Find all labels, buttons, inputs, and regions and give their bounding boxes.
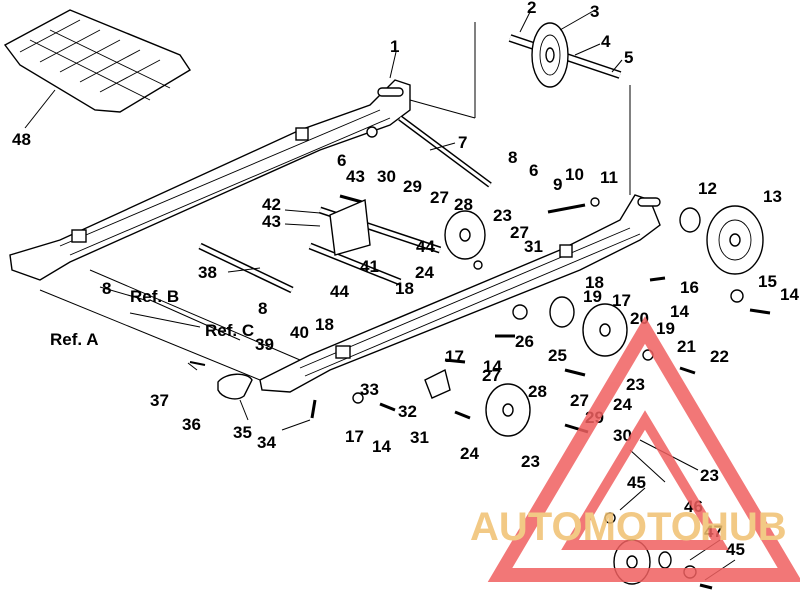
- callout-6b: 6: [529, 161, 538, 180]
- callout-24c: 24: [460, 444, 479, 463]
- callout-12: 12: [698, 179, 717, 198]
- callout-14b: 14: [780, 285, 799, 304]
- callout-32: 32: [398, 402, 417, 421]
- callout-19b: 19: [656, 319, 675, 338]
- watermark-text-automoto: AUTOMOTO: [470, 505, 702, 549]
- callout-23b: 23: [626, 375, 645, 394]
- callout-23a: 23: [493, 206, 512, 225]
- callout-28b: 28: [528, 382, 547, 401]
- callout-10: 10: [565, 165, 584, 184]
- callout-23c: 23: [521, 452, 540, 471]
- track-section-48: [3, 9, 191, 129]
- callout-24a: 24: [415, 263, 434, 282]
- callout-8b: 8: [258, 299, 267, 318]
- callout-44a: 44: [416, 237, 435, 256]
- callout-19a: 19: [583, 287, 602, 306]
- callout-26: 26: [515, 332, 534, 351]
- ref-b-label: Ref. B: [130, 287, 179, 306]
- callout-25: 25: [548, 346, 567, 365]
- idler-wheels-lower: [444, 205, 764, 585]
- callout-17a: 17: [612, 291, 631, 310]
- slide-rail-lower: [259, 194, 661, 393]
- callout-22: 22: [710, 347, 729, 366]
- callout-27d: 27: [570, 391, 589, 410]
- callout-33: 33: [360, 380, 379, 399]
- callout-9: 9: [553, 175, 562, 194]
- callout-41: 41: [360, 257, 379, 276]
- callout-17b: 17: [445, 347, 464, 366]
- leader-lines: [99, 9, 736, 581]
- callout-1: 1: [390, 37, 399, 56]
- callout-39: 39: [255, 335, 274, 354]
- callout-42: 42: [262, 195, 281, 214]
- callout-18a: 18: [585, 273, 604, 292]
- callout-31b: 31: [410, 428, 429, 447]
- callout-48: 48: [12, 130, 31, 149]
- slide-rail-upper: [9, 79, 411, 281]
- callout-43b: 43: [262, 212, 281, 231]
- callout-15: 15: [758, 272, 777, 291]
- callout-13: 13: [763, 187, 782, 206]
- callout-17c: 17: [345, 427, 364, 446]
- callout-18b: 18: [395, 279, 414, 298]
- callout-6a: 6: [337, 151, 346, 170]
- callout-38: 38: [198, 263, 217, 282]
- callout-44b: 44: [330, 282, 349, 301]
- watermark-text-hub: HUB: [700, 505, 787, 549]
- callout-28a: 28: [454, 195, 473, 214]
- hardware-bolts-nuts: [189, 194, 771, 590]
- callout-11: 11: [600, 168, 618, 187]
- callout-2: 2: [527, 0, 536, 17]
- callout-14d: 14: [372, 437, 391, 456]
- callout-40: 40: [290, 323, 309, 342]
- callout-27b: 27: [510, 223, 529, 242]
- callout-8c: 8: [102, 279, 111, 298]
- callout-27c: 27: [482, 366, 501, 385]
- watermark-triangle-icon: [487, 316, 800, 582]
- watermark-triangle-inner-icon: [561, 410, 729, 550]
- callout-14c: 14: [483, 357, 502, 376]
- ref-c-label: Ref. C: [205, 321, 254, 340]
- reference-labels: Ref. A Ref. B Ref. C: [50, 287, 254, 349]
- watermark-logo: AUTOMOTO HUB: [470, 316, 800, 582]
- callout-37: 37: [150, 391, 169, 410]
- callout-36: 36: [182, 415, 201, 434]
- callout-35: 35: [233, 423, 252, 442]
- callout-18c: 18: [315, 315, 334, 334]
- callout-5: 5: [624, 48, 633, 67]
- ref-a-label: Ref. A: [50, 330, 99, 349]
- callout-14a: 14: [670, 302, 689, 321]
- callout-34: 34: [257, 433, 276, 452]
- callout-30a: 30: [377, 167, 396, 186]
- callout-23d: 23: [700, 466, 719, 485]
- idler-wheel-top: [508, 22, 622, 88]
- callout-24b: 24: [613, 395, 632, 414]
- callout-labels: 1 2 3 4 5 6 6 7 8 8 8 9 10 11 12 13 14 1…: [12, 0, 799, 559]
- callout-29a: 29: [403, 177, 422, 196]
- callout-27a: 27: [430, 188, 449, 207]
- callout-4: 4: [601, 32, 611, 51]
- callout-45b: 45: [726, 540, 745, 559]
- cross-shafts: [39, 115, 492, 381]
- callout-31a: 31: [524, 237, 543, 256]
- callout-7: 7: [458, 133, 467, 152]
- callout-45a: 45: [627, 473, 646, 492]
- callout-3: 3: [590, 2, 599, 21]
- callout-16: 16: [680, 278, 699, 297]
- callout-8a: 8: [508, 148, 517, 167]
- callout-43a: 43: [346, 167, 365, 186]
- callout-21: 21: [677, 337, 696, 356]
